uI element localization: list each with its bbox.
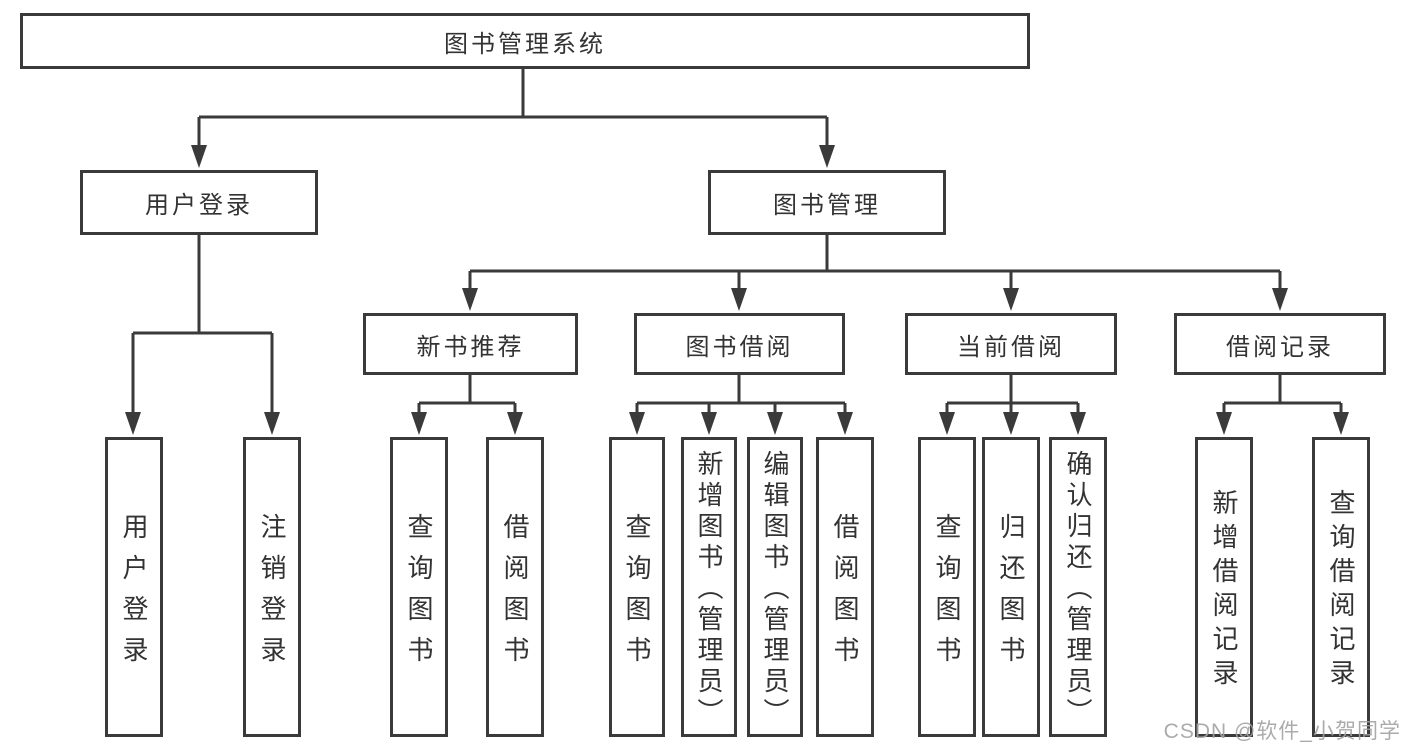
leaf-query-books-borrow: 查询图书 [609, 437, 665, 737]
leaf-add-borrow-record: 新增借阅记录 [1195, 437, 1253, 737]
node-book-management: 图书管理 [708, 170, 946, 235]
leaf-return-books: 归还图书 [982, 437, 1040, 737]
leaf-borrow-books: 借阅图书 [816, 437, 874, 737]
node-new-book-recommend: 新书推荐 [363, 313, 578, 375]
leaf-confirm-return-admin: 确认归还（管理员） [1049, 437, 1107, 737]
node-current-borrowing: 当前借阅 [905, 313, 1117, 375]
node-borrowing-records: 借阅记录 [1174, 313, 1386, 375]
leaf-query-borrow-record: 查询借阅记录 [1312, 437, 1370, 737]
node-book-borrowing: 图书借阅 [634, 313, 845, 375]
leaf-user-login: 用户登录 [105, 437, 163, 737]
watermark: CSDN @软件_小贺同学 [1163, 720, 1401, 743]
node-root: 图书管理系统 [20, 13, 1030, 69]
leaf-query-books-newbook: 查询图书 [390, 437, 448, 737]
leaf-logout: 注销登录 [243, 437, 301, 737]
leaf-add-books-admin: 新增图书（管理员） [681, 437, 737, 737]
leaf-edit-books-admin: 编辑图书（管理员） [747, 437, 803, 737]
node-user-login: 用户登录 [80, 170, 318, 235]
leaf-borrow-books-newbook: 借阅图书 [486, 437, 544, 737]
leaf-query-books-current: 查询图书 [918, 437, 976, 737]
